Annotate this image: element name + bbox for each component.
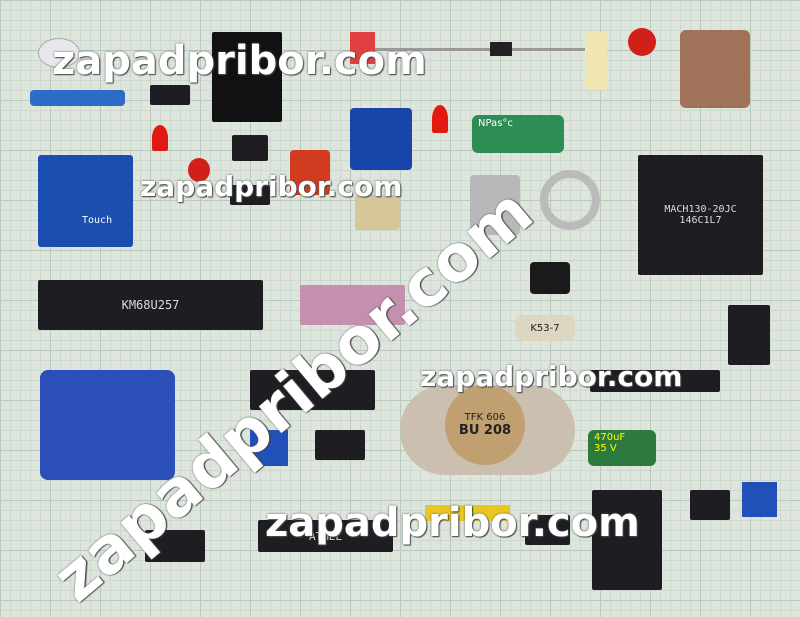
amd-line1: MACH130-20JC <box>664 204 737 215</box>
watermark: zapadpribor.com <box>420 360 683 393</box>
metal-ring <box>540 170 600 230</box>
transistor-line1: TFK 606 <box>464 412 506 423</box>
red-part <box>350 32 375 64</box>
amd-plcc-chip: MACH130-20JC 146C1L7 <box>638 155 763 275</box>
cap-value: 470uF <box>594 432 626 443</box>
resistor-network <box>425 505 510 521</box>
watermark: zapadpribor.com <box>52 38 427 84</box>
seven-segment-display <box>728 305 770 365</box>
watermark: zapadpribor.com <box>265 500 640 546</box>
gold-crystal <box>355 195 400 230</box>
soic-chip <box>315 430 365 460</box>
red-ceramic-cap <box>188 158 210 182</box>
metal-can-ic <box>470 175 520 235</box>
watermark: zapadpribor.com <box>140 170 403 203</box>
cap-brand: NPas°c <box>478 118 513 129</box>
red-led <box>152 125 168 151</box>
trimmer-pot <box>742 482 777 517</box>
potentiometer <box>680 30 750 108</box>
soic-chip <box>145 530 205 562</box>
white-led <box>38 38 80 68</box>
red-ceramic-cap <box>628 28 656 56</box>
cap-voltage: 35 V <box>594 443 617 454</box>
film-capacitor: K53-7 <box>515 315 575 341</box>
dip-socket-long <box>250 370 375 410</box>
soic-chip <box>230 185 270 205</box>
touch-label: Touch <box>82 215 113 226</box>
inductor <box>530 262 570 294</box>
red-led <box>432 105 448 133</box>
green-capacitor: NPas°c <box>472 115 564 153</box>
small-ic <box>150 85 190 105</box>
dip40-chip: KM68U257 <box>38 280 263 330</box>
transistor-line2: BU 208 <box>458 423 512 438</box>
diode-axial <box>350 48 600 51</box>
blue-resistor-array <box>30 90 125 106</box>
dip-label: KM68U257 <box>121 298 180 312</box>
atmel-label: ATMEL <box>308 529 343 543</box>
diode-body <box>490 42 512 56</box>
film-cap-label: K53-7 <box>530 322 560 334</box>
soic-chip <box>525 515 570 545</box>
pin-header <box>590 370 720 392</box>
trimmer-pot <box>250 430 288 466</box>
dip-socket <box>212 32 282 122</box>
small-ic <box>690 490 730 520</box>
adapter-socket <box>592 490 662 590</box>
small-ic <box>232 135 268 161</box>
cream-component <box>585 32 607 90</box>
red-polymer-cap <box>290 150 330 195</box>
touch-sensor-board: Touch <box>38 155 133 247</box>
blue-board-module <box>350 108 412 170</box>
atmel-dip-chip: ATMEL <box>258 520 393 552</box>
servo-motor <box>40 370 175 480</box>
to3-cap: TFK 606 BU 208 <box>445 385 525 465</box>
ceramic-ic <box>300 285 405 325</box>
amd-line2: 146C1L7 <box>679 215 722 226</box>
electrolytic-capacitor: 470uF 35 V <box>588 430 656 466</box>
